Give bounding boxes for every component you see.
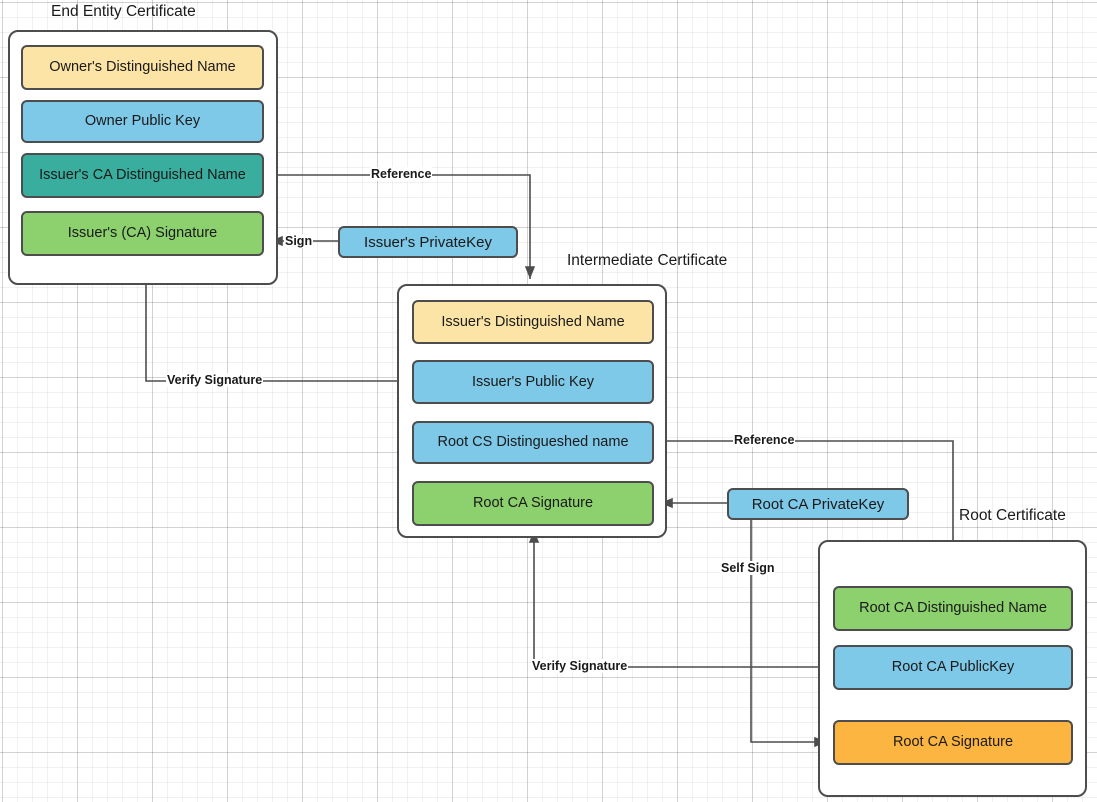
field-owners-distinguished-name[interactable]: Owner's Distinguished Name (21, 45, 264, 90)
field-root-ca-signature[interactable]: Root CA Signature (833, 720, 1073, 765)
edge-label-verify-signature-top: Verify Signature (166, 373, 264, 387)
field-issuers-ca-signature[interactable]: Issuer's (CA) Signature (21, 211, 264, 256)
edge-label-reference-bottom: Reference (733, 433, 796, 447)
edge-label-self-sign: Self Sign (720, 561, 776, 575)
edge-label-reference-top: Reference (370, 167, 433, 181)
edge-verify-signature-bottom (528, 530, 833, 668)
edge-label-verify-signature-bottom: Verify Signature (531, 659, 629, 673)
field-issuers-public-key[interactable]: Issuer's Public Key (412, 360, 654, 404)
issuers-privatekey-node[interactable]: Issuer's PrivateKey (338, 226, 518, 258)
field-root-ca-distinguished-name[interactable]: Root CA Distinguished Name (833, 586, 1073, 631)
intermediate-certificate-title: Intermediate Certificate (567, 252, 728, 269)
root-ca-privatekey-node[interactable]: Root CA PrivateKey (727, 488, 909, 520)
root-certificate-title: Root Certificate (959, 507, 1066, 524)
field-issuers-ca-distinguished-name[interactable]: Issuer's CA Distinguished Name (21, 153, 264, 198)
edge-self-sign (750, 520, 827, 748)
field-root-ca-publickey[interactable]: Root CA PublicKey (833, 645, 1073, 690)
end-entity-certificate-title: End Entity Certificate (51, 3, 196, 20)
field-intermediate-root-ca-signature[interactable]: Root CA Signature (412, 481, 654, 526)
field-root-cs-distingueshed-name[interactable]: Root CS Distingueshed name (412, 421, 654, 464)
field-issuers-distinguished-name[interactable]: Issuer's Distinguished Name (412, 300, 654, 344)
field-owner-public-key[interactable]: Owner Public Key (21, 100, 264, 143)
edge-label-sign: Sign (284, 234, 314, 248)
